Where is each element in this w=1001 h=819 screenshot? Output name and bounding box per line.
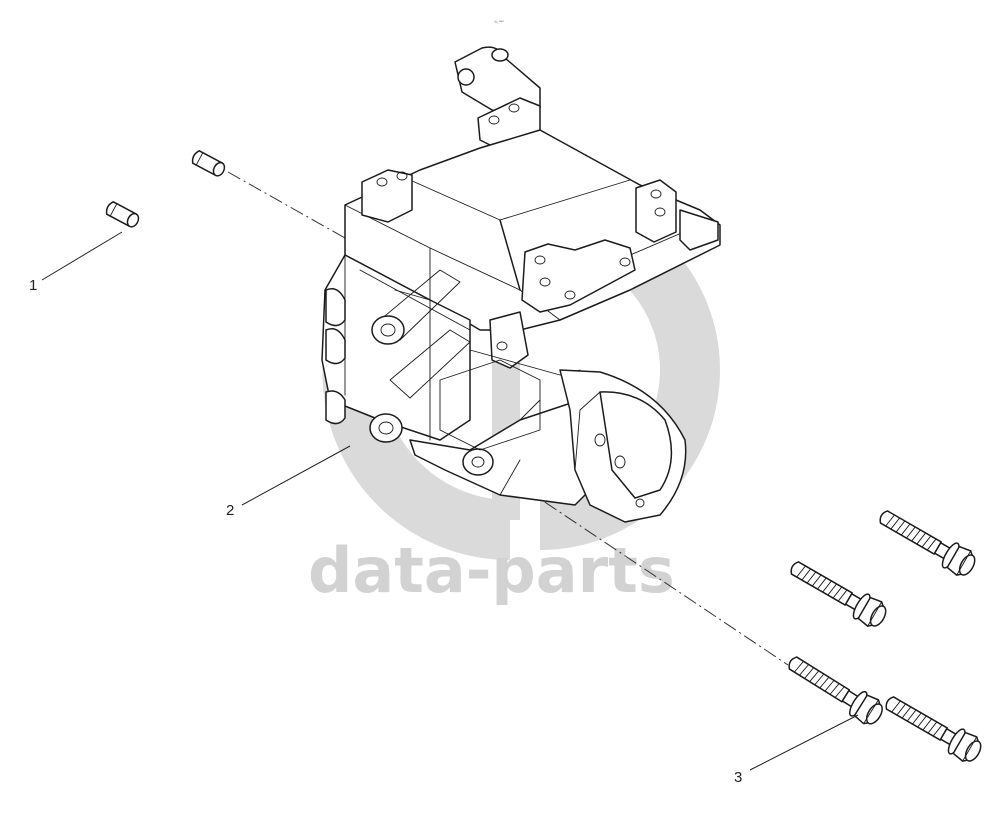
dowel-pin-lower <box>103 199 142 230</box>
callout-number-3: 3 <box>734 769 742 786</box>
axis-line-pin <box>227 171 346 239</box>
bolt-4 <box>879 688 987 767</box>
callout-number-1: 1 <box>29 277 37 294</box>
top-mark: ⁴⁄₆ ᵃᵃᵃ <box>494 19 504 24</box>
leader-line-2 <box>241 445 351 506</box>
bolt-1 <box>873 502 981 581</box>
leader-line-3 <box>749 714 859 771</box>
watermark-text: data-parts <box>308 534 675 607</box>
leader-line-1 <box>41 231 123 281</box>
dowel-pin-upper <box>189 148 228 179</box>
bolt-2 <box>784 553 892 632</box>
callout-number-2: 2 <box>226 502 234 519</box>
bolt-3 <box>782 648 888 730</box>
bracket-part <box>321 46 721 523</box>
